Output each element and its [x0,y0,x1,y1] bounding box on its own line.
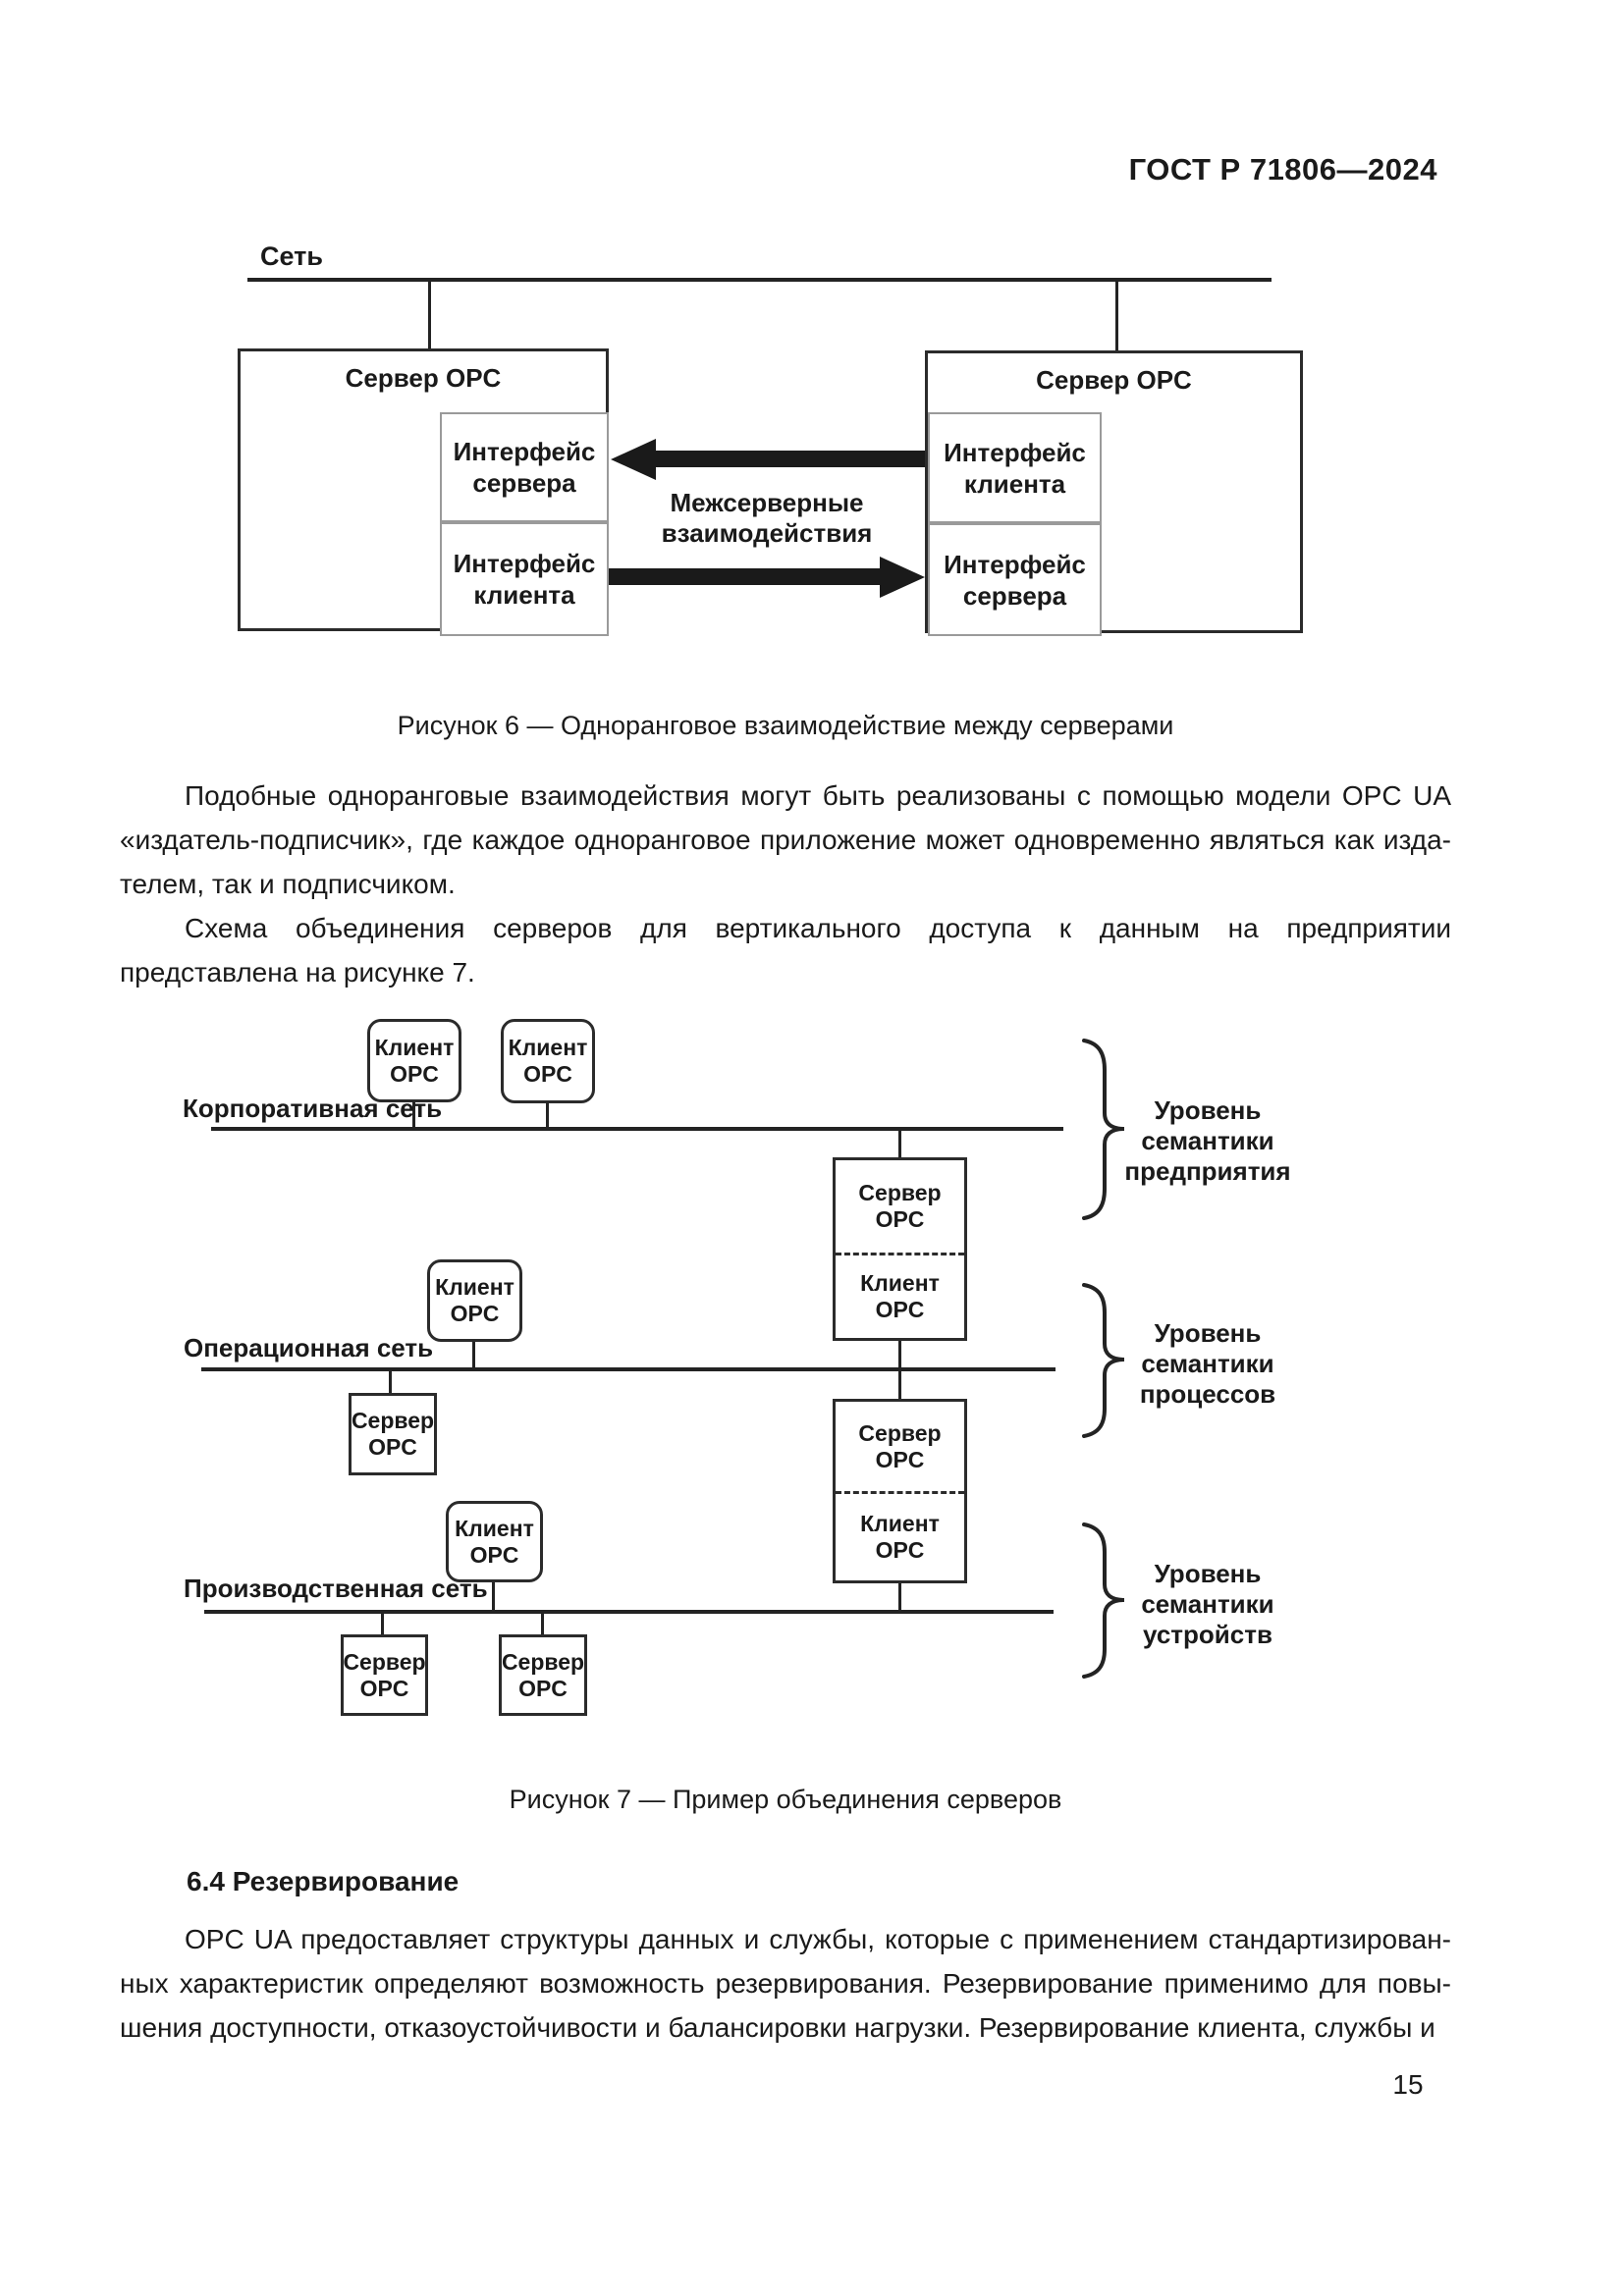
fig7-client-box-corporate-2: Клиент OPC [501,1019,595,1103]
fig7-combined-box-2-server: Сервер OPC [858,1419,942,1472]
fig6-arrow-right-bar [609,568,882,585]
fig6-right-server-title: Сервер OPC [1036,365,1192,395]
fig7-server-box-production-1: Сервер OPC [341,1634,428,1716]
fig6-caption: Рисунок 6 — Одноранговое взаимодействие … [397,711,1174,740]
fig7-operational-network-label: Операционная сеть [184,1333,434,1362]
fig6-network-label: Сеть [260,241,323,271]
fig7-combined-box-1-client: Клиент OPC [836,1253,964,1338]
section-heading: 6.4 Резервирование [187,1866,460,1896]
fig7-connector [381,1614,384,1634]
page-number: 15 [1392,2069,1424,2100]
fig7-production-network-line [204,1610,1054,1614]
fig6-left-server-title: Сервер OPC [345,363,502,393]
fig7-corporate-network-line [211,1127,1063,1131]
fig7-level-label-device: Уровень семантики устройств [1141,1559,1274,1649]
fig7-level-label-process: Уровень семантики процессов [1139,1318,1276,1409]
fig7-connector [546,1102,549,1129]
brace-device-level-icon [1082,1522,1125,1679]
fig7-client-box-operational: Клиент OPC [427,1259,522,1342]
fig6-right-server-interface-top: Интерфейс клиента [928,412,1102,523]
fig7-combined-box-2-client: Клиент OPC [836,1491,964,1580]
fig7-connector [389,1371,392,1393]
fig6-arrow-left-bar [650,451,925,467]
fig6-network-line [247,278,1272,282]
fig7-combined-box-2: Сервер OPC Клиент OPC [833,1399,967,1583]
fig7-connector [898,1341,901,1369]
fig7-operational-network-line [201,1367,1056,1371]
fig7-connector [412,1101,415,1129]
paragraph-3: OPC UA предоставляет структуры данных и … [120,1924,1451,2043]
fig6-arrows-label: Межсерверные взаимодействия [661,488,873,548]
fig7-combined-box-1: Сервер OPC Клиент OPC [833,1157,967,1341]
brace-process-level-icon [1082,1283,1125,1438]
fig7-server-box-production-2: Сервер OPC [499,1634,587,1716]
fig7-connector [541,1614,544,1634]
fig7-corporate-network-label: Корпоративная сеть [183,1094,443,1123]
paragraph-2: Схема объединения серверов для вертикаль… [120,913,1451,988]
fig6-arrow-right-icon [880,557,925,598]
fig7-connector [898,1583,901,1612]
document-code: ГОСТ Р 71806—2024 [1128,152,1437,187]
fig6-left-server-interface-bottom: Интерфейс клиента [440,522,609,636]
fig7-connector [492,1582,495,1612]
fig7-client-box-production: Клиент OPC [446,1501,543,1582]
fig6-left-server-interface-top: Интерфейс сервера [440,412,609,522]
fig6-arrow-left-icon [611,439,656,480]
fig7-connector [472,1342,475,1369]
fig7-level-label-enterprise: Уровень семантики предприятия [1124,1095,1291,1186]
fig6-right-drop-line [1115,282,1118,350]
fig7-connector [898,1131,901,1157]
fig7-caption: Рисунок 7 — Пример объединения серверов [509,1785,1062,1814]
fig6-right-server-interface-bottom: Интерфейс сервера [928,523,1102,636]
fig7-server-box-operational: Сервер OPC [349,1393,437,1475]
fig7-client-box-corporate-1: Клиент OPC [367,1019,461,1102]
fig7-production-network-label: Производственная сеть [184,1574,488,1603]
paragraph-1: Подобные одноранговые взаимодействия мог… [120,780,1451,899]
fig7-combined-box-1-server: Сервер OPC [858,1180,942,1232]
brace-enterprise-level-icon [1082,1039,1125,1220]
fig7-connector [898,1371,901,1399]
fig6-left-drop-line [428,282,431,348]
